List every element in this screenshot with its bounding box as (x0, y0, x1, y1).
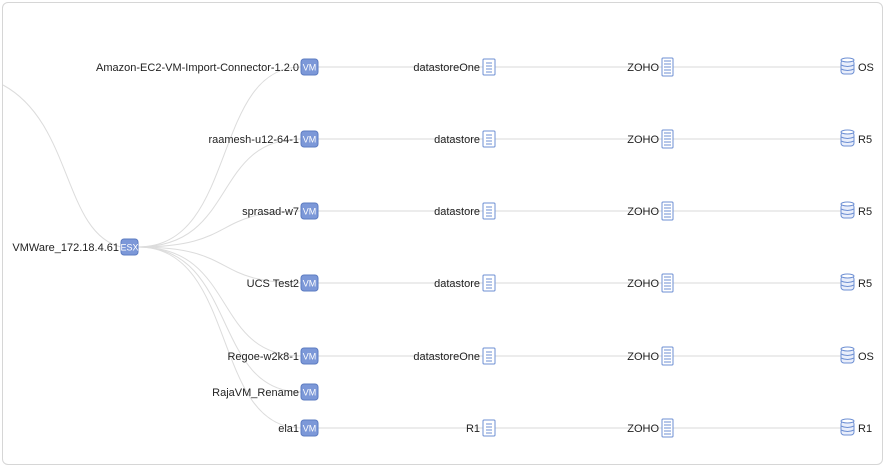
vm-label: sprasad-w7 (242, 206, 299, 218)
host-label: VMWare_172.18.4.61 (12, 242, 119, 254)
datastore-icon (482, 347, 496, 365)
vm-node[interactable]: Amazon-EC2-VM-Import-Connector-1.2.0 VM (96, 58, 319, 76)
storage-array-icon (661, 129, 674, 149)
storage-node[interactable]: ZOHO (627, 201, 674, 221)
storage-array-icon (661, 346, 674, 366)
vm-node[interactable]: RajaVM_Rename VM (212, 383, 319, 401)
disk-node[interactable]: R5 (840, 201, 872, 219)
storage-node[interactable]: ZOHO (627, 418, 674, 438)
svg-text:VM: VM (303, 352, 317, 362)
svg-text:VM: VM (303, 63, 317, 73)
storage-vendor-label: ZOHO (627, 351, 659, 363)
vm-icon: VM (300, 347, 319, 365)
vm-icon: VM (300, 274, 319, 292)
esx-icon: ESX (120, 238, 139, 256)
datastore-label: datastoreOne (413, 351, 480, 363)
datastore-icon (482, 274, 496, 292)
vm-node[interactable]: UCS Test2 VM (247, 274, 319, 292)
host-vm-link (137, 138, 302, 248)
vm-label: Amazon-EC2-VM-Import-Connector-1.2.0 (96, 62, 299, 74)
datastore-label: datastore (434, 134, 480, 146)
datastore-label: R1 (466, 423, 480, 435)
disk-icon (840, 129, 855, 147)
storage-node[interactable]: ZOHO (627, 129, 674, 149)
datastore-icon (482, 130, 496, 148)
storage-array-icon (661, 418, 674, 438)
vm-node[interactable]: Regoe-w2k8-1 VM (227, 347, 319, 365)
disk-node[interactable]: R5 (840, 273, 872, 291)
storage-array-icon (661, 273, 674, 293)
datastore-node[interactable]: datastoreOne (413, 58, 496, 76)
svg-text:ESX: ESX (120, 243, 138, 253)
storage-vendor-label: ZOHO (627, 423, 659, 435)
datastore-node[interactable]: datastore (434, 130, 496, 148)
disk-label: OS (858, 62, 874, 74)
connection-lines (3, 66, 841, 429)
disk-icon (840, 57, 855, 75)
datastore-node[interactable]: datastore (434, 202, 496, 220)
storage-array-icon (661, 201, 674, 221)
vm-icon: VM (300, 58, 319, 76)
disk-node[interactable]: R1 (840, 418, 872, 436)
svg-text:VM: VM (303, 424, 317, 434)
vm-label: raamesh-u12-64-1 (209, 134, 300, 146)
vm-node[interactable]: sprasad-w7 VM (242, 202, 319, 220)
vm-icon: VM (300, 202, 319, 220)
storage-array-icon (661, 57, 674, 77)
vm-icon: VM (300, 130, 319, 148)
disk-label: R5 (858, 278, 872, 290)
host-node[interactable]: VMWare_172.18.4.61 ESX (12, 238, 139, 256)
vm-label: ela1 (278, 423, 299, 435)
host-vm-link (137, 210, 302, 248)
storage-node[interactable]: ZOHO (627, 57, 674, 77)
storage-vendor-label: ZOHO (627, 206, 659, 218)
disk-node[interactable]: R5 (840, 129, 872, 147)
datastore-node[interactable]: R1 (466, 419, 496, 437)
vm-icon: VM (300, 419, 319, 437)
datastore-icon (482, 58, 496, 76)
disk-icon (840, 346, 855, 364)
disk-node[interactable]: OS (840, 57, 874, 75)
storage-vendor-label: ZOHO (627, 134, 659, 146)
disk-label: R1 (858, 423, 872, 435)
vm-label: UCS Test2 (247, 278, 299, 290)
datastore-node[interactable]: datastoreOne (413, 347, 496, 365)
datastore-label: datastore (434, 278, 480, 290)
disk-node[interactable]: OS (840, 346, 874, 364)
svg-text:VM: VM (303, 135, 317, 145)
storage-node[interactable]: ZOHO (627, 346, 674, 366)
storage-vendor-label: ZOHO (627, 62, 659, 74)
datastore-node[interactable]: datastore (434, 274, 496, 292)
host-vm-link (137, 246, 302, 393)
vm-node[interactable]: ela1 VM (278, 419, 319, 437)
vm-label: RajaVM_Rename (212, 387, 299, 399)
disk-label: R5 (858, 134, 872, 146)
disk-icon (840, 418, 855, 436)
datastore-label: datastoreOne (413, 62, 480, 74)
storage-vendor-label: ZOHO (627, 278, 659, 290)
disk-label: R5 (858, 206, 872, 218)
host-vm-link (137, 246, 302, 357)
svg-text:VM: VM (303, 388, 317, 398)
datastore-label: datastore (434, 206, 480, 218)
parent-link (3, 84, 122, 248)
disk-label: OS (858, 351, 874, 363)
disk-icon (840, 273, 855, 291)
datastore-icon (482, 202, 496, 220)
host-vm-link (137, 246, 302, 284)
datastore-icon (482, 419, 496, 437)
host-vm-link (137, 246, 302, 429)
vm-label: Regoe-w2k8-1 (227, 351, 299, 363)
svg-text:VM: VM (303, 279, 317, 289)
svg-text:VM: VM (303, 207, 317, 217)
disk-icon (840, 201, 855, 219)
storage-node[interactable]: ZOHO (627, 273, 674, 293)
vm-icon: VM (300, 383, 319, 401)
host-vm-link (137, 66, 302, 248)
